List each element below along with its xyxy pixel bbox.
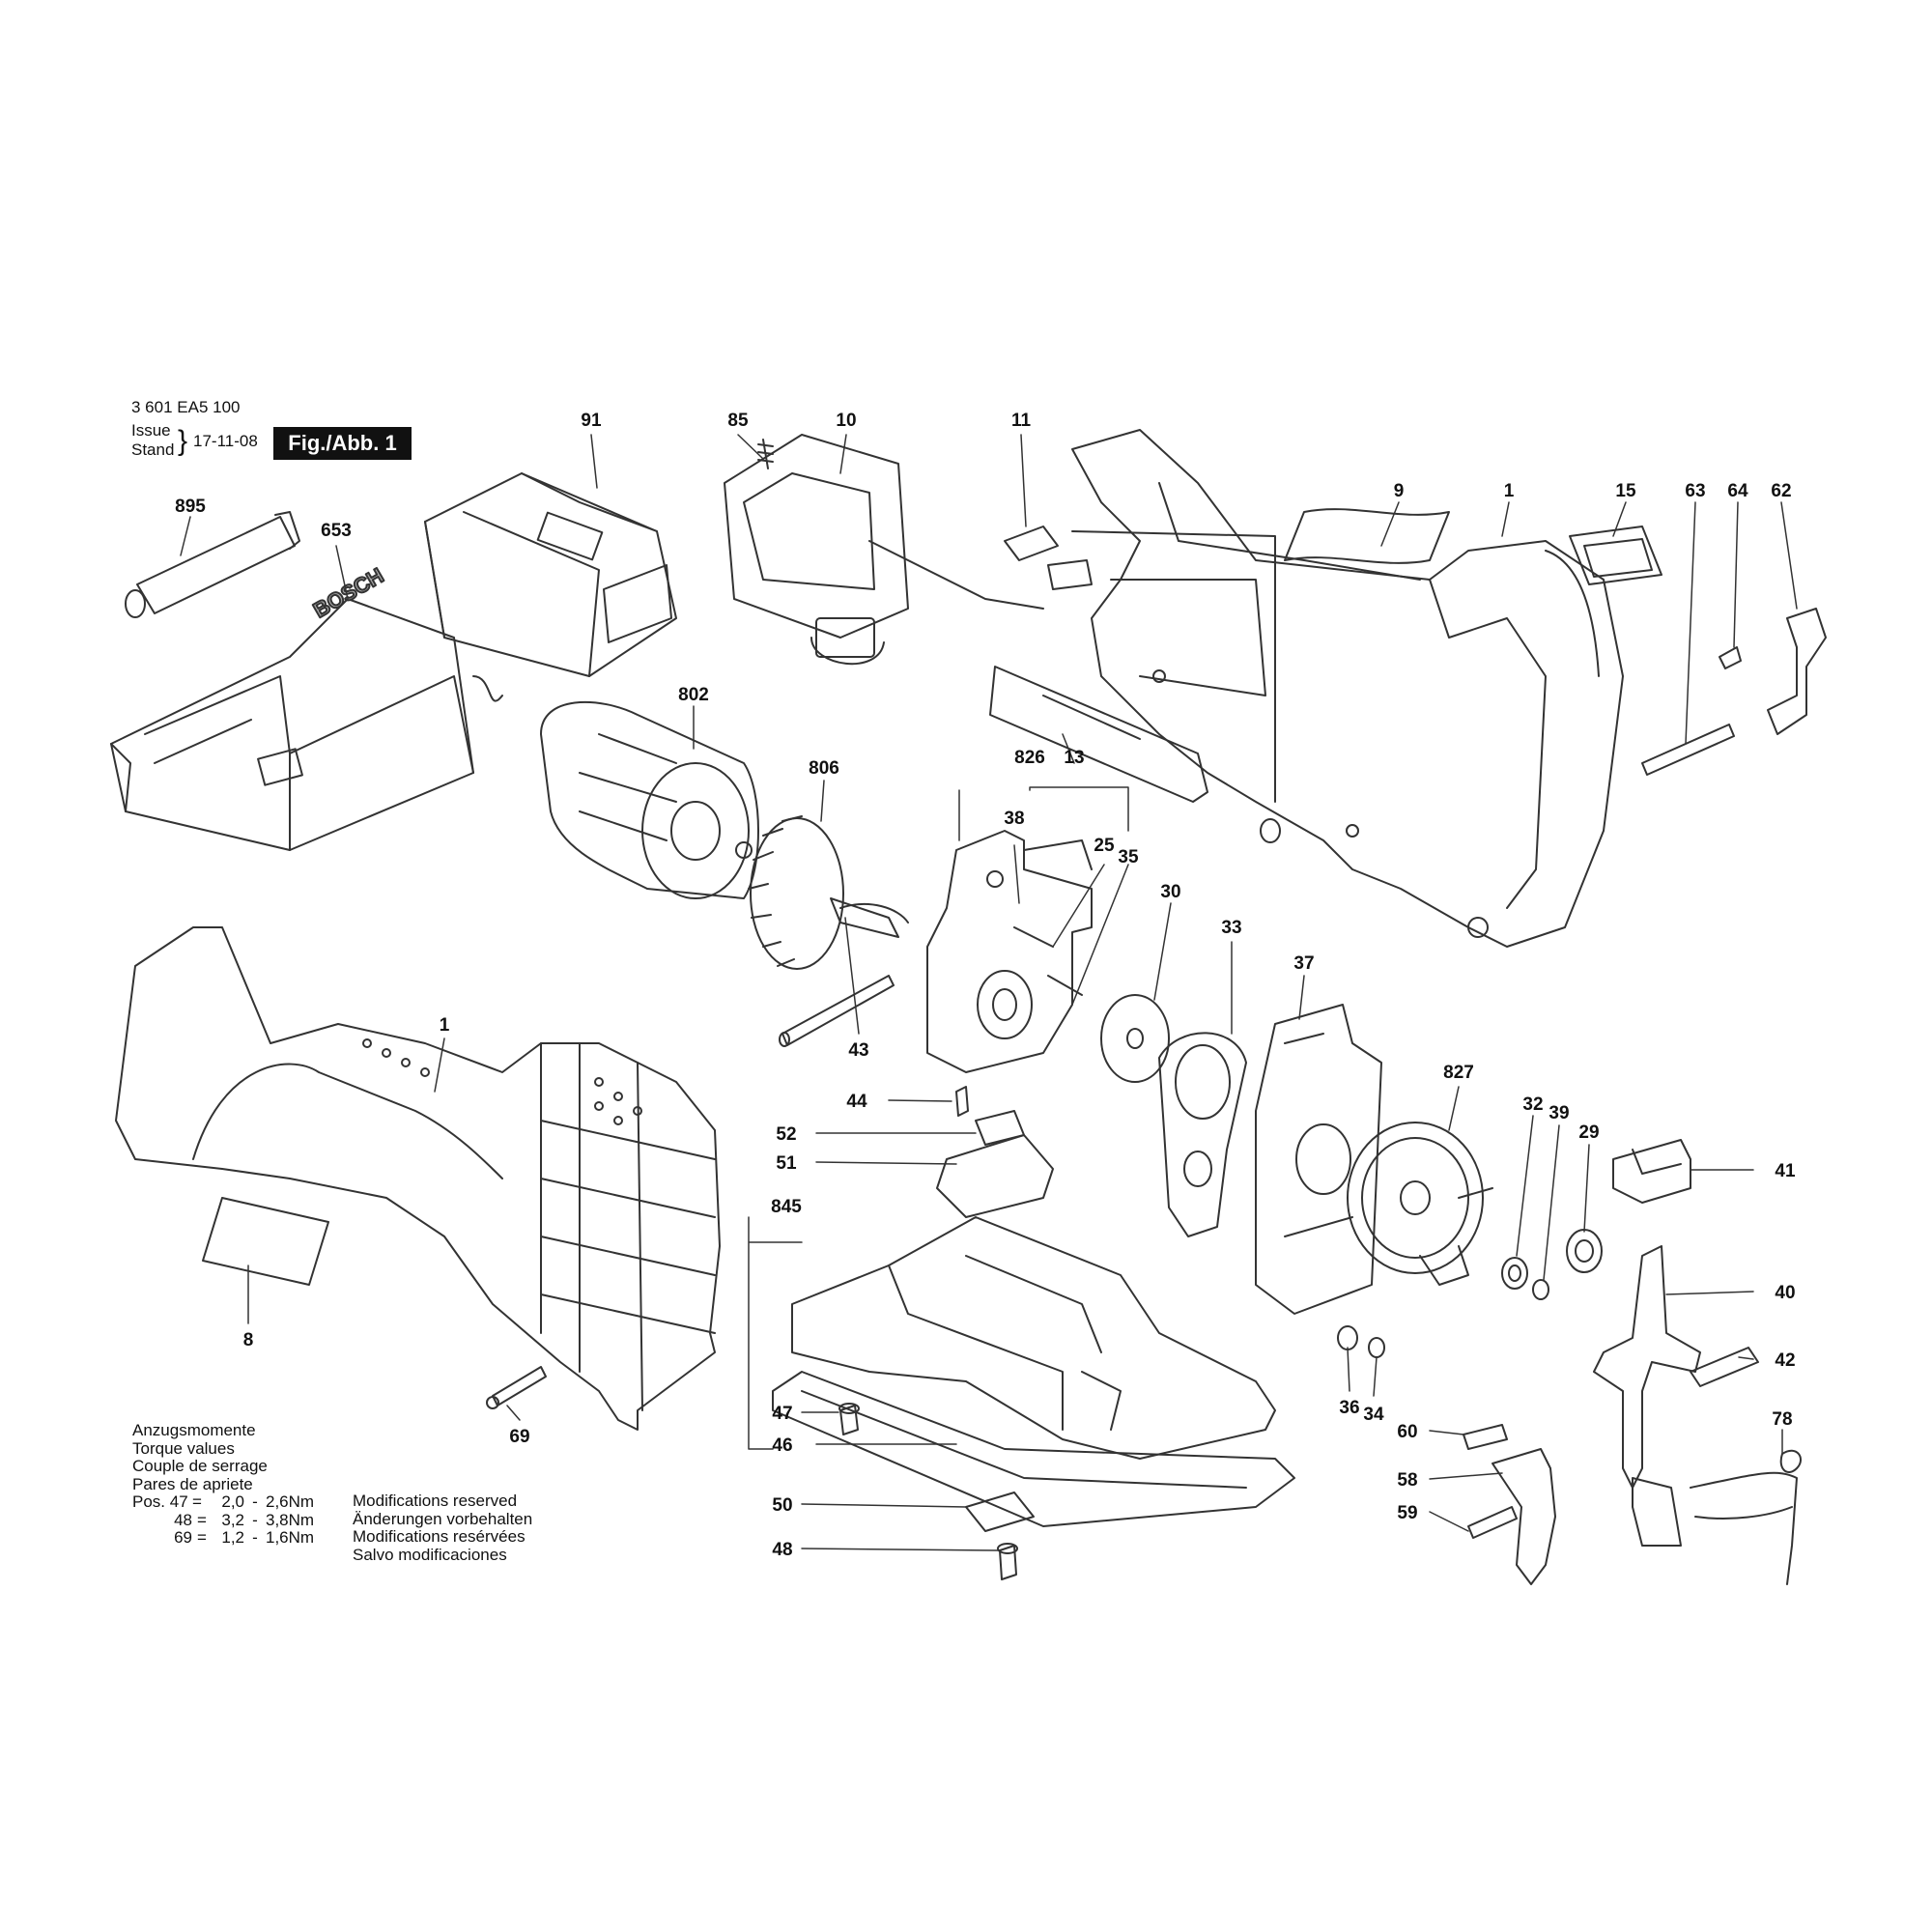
part-label: 46 xyxy=(772,1435,792,1456)
connector-drawing xyxy=(1004,526,1281,843)
torque-row: 69=1,2-1,6Nm xyxy=(174,1528,315,1547)
drive-gear-drawing xyxy=(1347,1122,1493,1286)
torque-row: Pos. 47=2,0-2,6Nm xyxy=(132,1492,315,1511)
part-label: 43 xyxy=(848,1040,868,1061)
part-label: 826 xyxy=(1014,748,1045,768)
part-label: 64 xyxy=(1727,481,1748,501)
part-label: 845 xyxy=(771,1197,802,1217)
torque-values: Anzugsmomente Torque values Couple de se… xyxy=(132,1421,315,1548)
part-label: 827 xyxy=(1443,1063,1474,1083)
type-label-drawing xyxy=(202,1197,329,1286)
part-label: 38 xyxy=(1004,809,1024,829)
screw-69-drawing xyxy=(486,1366,547,1409)
part-label: 30 xyxy=(1160,882,1180,902)
leader-lines xyxy=(180,434,1798,1551)
bevel-gear-drawing xyxy=(748,815,909,970)
part-label: 9 xyxy=(1394,481,1405,501)
part-label: 10 xyxy=(836,411,856,431)
modifications-notice: Modifications reserved Änderungen vorbeh… xyxy=(353,1492,532,1564)
cover-drawing xyxy=(1569,526,1662,585)
part-label: 47 xyxy=(772,1404,792,1424)
grease-tube-drawing xyxy=(125,511,300,618)
housing-left-half-drawing xyxy=(115,926,721,1431)
stand-label: Stand xyxy=(131,440,175,459)
torque-row: 48=3,2-3,8Nm xyxy=(174,1510,315,1529)
part-label: 1 xyxy=(1504,481,1515,501)
guide-plate-drawing xyxy=(1255,1004,1382,1315)
modifications-line: Modifications reserved xyxy=(353,1492,518,1510)
switch-assembly-drawing xyxy=(724,434,1044,666)
part-label: 34 xyxy=(1363,1405,1384,1425)
washer-drawing xyxy=(1100,994,1170,1083)
motor-drawing xyxy=(540,700,759,899)
part-label: 1 xyxy=(440,1015,450,1036)
part-label: 48 xyxy=(772,1540,792,1560)
issue-brace: } xyxy=(178,425,188,457)
part-label: 653 xyxy=(321,521,352,541)
part-labels: 895 653 91 85 10 11 9 1 15 63 64 62 802 … xyxy=(175,411,1796,1560)
modifications-line: Änderungen vorbehalten xyxy=(353,1509,533,1528)
part-label: 36 xyxy=(1339,1398,1359,1418)
part-label: 59 xyxy=(1397,1503,1417,1523)
rod-lever-drawing xyxy=(1641,608,1827,776)
figure-label: Fig./Abb. 1 xyxy=(273,427,412,460)
part-label: 29 xyxy=(1578,1122,1599,1143)
part-label: 35 xyxy=(1118,847,1139,867)
part-label: 41 xyxy=(1775,1161,1796,1181)
torque-title: Couple de serrage xyxy=(132,1457,268,1475)
plate-drawing xyxy=(989,666,1208,803)
part-label: 91 xyxy=(581,411,602,431)
part-label: 62 xyxy=(1771,481,1791,501)
part-label: 63 xyxy=(1685,481,1705,501)
plunger-drawing xyxy=(1593,1245,1759,1547)
clamp-parts-drawing xyxy=(936,1086,1054,1218)
screws-drawing xyxy=(838,1403,1035,1580)
label-sheet-drawing xyxy=(1284,508,1450,564)
part-label: 802 xyxy=(678,685,709,705)
part-label: 52 xyxy=(776,1124,796,1145)
modifications-line: Modifications resérvées xyxy=(353,1527,526,1546)
battery-pack-drawing xyxy=(424,472,677,677)
part-label: 40 xyxy=(1775,1283,1795,1303)
bracket-drawing xyxy=(1612,1139,1691,1204)
part-label: 51 xyxy=(776,1153,797,1174)
part-label: 25 xyxy=(1094,836,1115,856)
gasket-plate-drawing xyxy=(1158,1032,1247,1237)
wire-spring-drawing xyxy=(1690,1449,1802,1585)
part-label: 32 xyxy=(1522,1094,1543,1115)
part-label: 33 xyxy=(1221,918,1241,938)
cam-lever-drawing xyxy=(1463,1424,1556,1585)
housing-right-half-drawing xyxy=(1071,429,1624,948)
torque-title: Anzugsmomente xyxy=(132,1421,256,1439)
part-label: 37 xyxy=(1293,953,1314,974)
part-label: 44 xyxy=(846,1092,867,1112)
modifications-line: Salvo modificaciones xyxy=(353,1545,507,1564)
issue-label: Issue xyxy=(131,421,171,440)
part-label: 42 xyxy=(1775,1350,1795,1371)
part-label: 11 xyxy=(1011,411,1032,431)
part-label: 15 xyxy=(1615,481,1636,501)
part-label: 69 xyxy=(509,1427,529,1447)
part-label: 13 xyxy=(1064,748,1084,768)
base-plate-drawing xyxy=(772,1216,1295,1527)
issue-date: 17-11-08 xyxy=(193,432,258,450)
part-label: 895 xyxy=(175,497,206,517)
torque-title: Pares de apriete xyxy=(132,1474,253,1493)
part-label: 39 xyxy=(1548,1103,1569,1123)
pin-drawing xyxy=(779,975,895,1047)
part-label: 85 xyxy=(727,411,749,431)
small-washers-drawing xyxy=(1337,1229,1603,1358)
gear-housing-drawing xyxy=(926,830,1093,1073)
part-label: 78 xyxy=(1772,1409,1792,1430)
part-label: 8 xyxy=(243,1330,254,1350)
charger-drawing xyxy=(110,598,503,851)
charger-brand: BOSCH xyxy=(309,563,387,622)
part-label: 60 xyxy=(1397,1422,1417,1442)
part-label: 58 xyxy=(1397,1470,1417,1491)
part-label: 50 xyxy=(772,1495,792,1516)
part-label: 806 xyxy=(809,758,839,779)
doc-number: 3 601 EA5 100 xyxy=(131,398,241,416)
torque-title: Torque values xyxy=(132,1438,235,1458)
